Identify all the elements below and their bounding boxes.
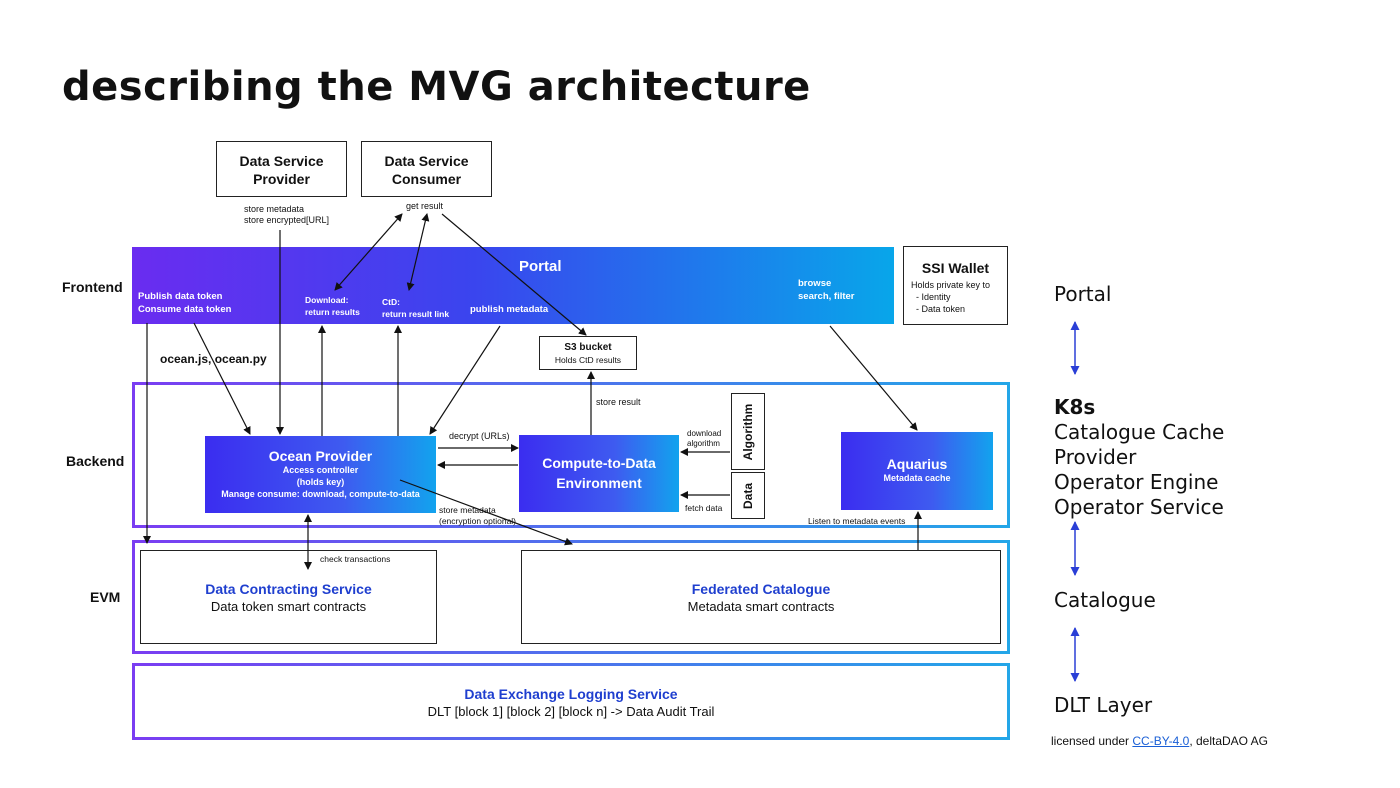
aquarius-sub: Metadata cache	[883, 473, 951, 483]
provider-line1: Data Service	[239, 153, 324, 169]
browse-label: browse	[798, 278, 832, 289]
encryption-optional-label: (encryption optional)	[439, 516, 517, 526]
data-box: Data	[731, 472, 765, 519]
download-algorithm-line1: download	[687, 429, 722, 438]
license-prefix: licensed under	[1051, 734, 1133, 748]
provider-line2: Provider	[253, 171, 310, 187]
consume-data-token-label: Consume data token	[138, 304, 232, 315]
license-link[interactable]: CC-BY-4.0	[1132, 734, 1190, 748]
sidebar-k8s-item: Operator Service	[1054, 495, 1224, 519]
return-result-link-label: return result link	[382, 309, 450, 319]
ocean-provider-title: Ocean Provider	[268, 448, 373, 464]
consumer-line1: Data Service	[384, 153, 469, 169]
aquarius-box: Aquarius Metadata cache	[841, 432, 993, 510]
store-metadata-2-label: store metadata	[439, 505, 496, 515]
consumer-line2: Consumer	[391, 171, 462, 187]
portal-panel	[132, 247, 894, 324]
dcs-sub: Data token smart contracts	[210, 599, 367, 614]
fed-catalogue-title: Federated Catalogue	[691, 581, 831, 597]
download-label: Download:	[305, 295, 349, 305]
get-result-label: get result	[406, 201, 444, 211]
federated-catalogue-box: Federated Catalogue Metadata smart contr…	[521, 550, 1001, 644]
logging-layer: Data Exchange Logging Service DLT [block…	[132, 663, 1010, 740]
arrow-ctd-result	[406, 213, 430, 291]
ocean-provider-l3: Manage consume: download, compute-to-dat…	[221, 489, 420, 499]
arrow-publish-metadata	[429, 325, 501, 435]
store-result-label: store result	[596, 397, 641, 407]
ocean-provider-l2: (holds key)	[296, 477, 345, 487]
publish-metadata-label: publish metadata	[470, 304, 549, 315]
ssi-wallet-line2: - Identity	[916, 292, 951, 302]
ssi-wallet-title: SSI Wallet	[921, 260, 990, 276]
sidebar-k8s: K8s Catalogue Cache Provider Operator En…	[1054, 395, 1224, 520]
ocean-provider-box: Ocean Provider Access controller (holds …	[205, 436, 436, 513]
portal-title: Portal	[519, 258, 562, 275]
ssi-wallet-box: SSI Wallet Holds private key to - Identi…	[903, 246, 1008, 325]
ocean-provider-l1: Access controller	[282, 465, 359, 475]
s3-bucket-box: S3 bucket Holds CtD results	[539, 336, 637, 370]
arrow-store-metadata-catalogue	[399, 479, 573, 546]
data-service-consumer-box: Data Service Consumer	[361, 141, 492, 197]
license-text: licensed under CC-BY-4.0, deltaDAO AG	[1051, 734, 1268, 748]
s3-bucket-title: S3 bucket	[564, 342, 612, 353]
store-encrypted-label: store encrypted[URL]	[244, 215, 330, 225]
return-results-label: return results	[305, 307, 360, 317]
logging-sub: DLT [block 1] [block 2] [block n] -> Dat…	[427, 704, 715, 719]
ssi-wallet-line1: Holds private key to	[911, 280, 991, 290]
row-label-backend: Backend	[66, 453, 125, 469]
sidebar-k8s-item: Provider	[1054, 445, 1137, 469]
arrow-browse-aquarius	[829, 325, 918, 431]
sidebar-catalogue: Catalogue	[1054, 588, 1156, 612]
ctd-label: CtD:	[382, 297, 400, 307]
sidebar-k8s-item: Operator Engine	[1054, 470, 1219, 494]
arrow-get-result-s3	[441, 213, 587, 336]
logging-title: Data Exchange Logging Service	[464, 686, 678, 702]
search-filter-label: search, filter	[798, 291, 855, 302]
download-algorithm-line2: algorithm	[687, 439, 720, 448]
check-transactions-label: check transactions	[320, 554, 391, 564]
fed-catalogue-sub: Metadata smart contracts	[687, 599, 835, 614]
compute-to-data-box: Compute-to-Data Environment	[519, 435, 679, 512]
sidebar-k8s-title: K8s	[1054, 395, 1096, 419]
fetch-data-label: fetch data	[685, 503, 723, 513]
license-suffix: , deltaDAO AG	[1189, 734, 1269, 748]
store-metadata-label: store metadata	[244, 204, 305, 214]
ctd-env-line1: Compute-to-Data	[542, 455, 656, 471]
publish-data-token-label: Publish data token	[138, 291, 223, 302]
data-service-provider-box: Data Service Provider	[216, 141, 347, 197]
row-label-evm: EVM	[90, 589, 121, 605]
arrow-download-result	[334, 213, 403, 291]
aquarius-title: Aquarius	[886, 456, 948, 472]
decrypt-urls-label: decrypt (URLs)	[449, 431, 510, 441]
dcs-title: Data Contracting Service	[205, 581, 372, 597]
arrow-publish-provider	[193, 322, 251, 435]
ssi-wallet-line3: - Data token	[916, 304, 966, 314]
sidebar-dlt: DLT Layer	[1054, 693, 1153, 717]
sidebar-k8s-item: Catalogue Cache	[1054, 420, 1225, 444]
ctd-env-line2: Environment	[556, 475, 642, 491]
sidebar-portal: Portal	[1054, 282, 1112, 306]
row-label-frontend: Frontend	[62, 279, 123, 295]
download-algorithm-label: download algorithm	[687, 429, 721, 449]
page-title: describing the MVG architecture	[62, 64, 811, 110]
data-contracting-service-box: Data Contracting Service Data token smar…	[140, 550, 437, 644]
listen-metadata-label: Listen to metadata events	[808, 516, 906, 526]
ocean-libs-label: ocean.js, ocean.py	[160, 352, 267, 366]
s3-bucket-sub: Holds CtD results	[554, 355, 622, 365]
algorithm-box: Algorithm	[731, 393, 765, 470]
